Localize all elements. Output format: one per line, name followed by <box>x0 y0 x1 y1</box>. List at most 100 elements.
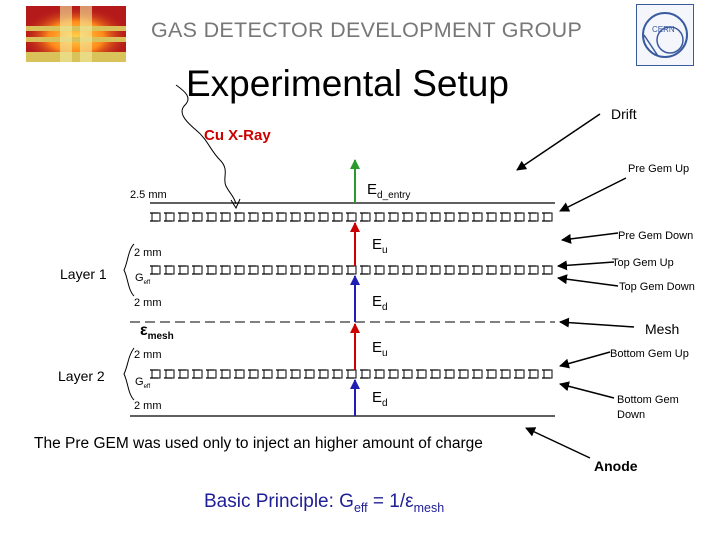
gem-hole-cell <box>431 212 441 222</box>
pre-gap-label: 2 mm <box>134 247 162 259</box>
gem-hole-cell <box>319 265 329 275</box>
gem-hole-cell <box>277 265 287 275</box>
xray-wave <box>175 84 237 205</box>
gem-hole-cell <box>347 212 357 222</box>
gem-hole-cell <box>543 212 553 222</box>
gem-hole-cell <box>165 369 175 379</box>
anode-pointer <box>525 427 591 459</box>
eu1-label: Eu <box>372 236 388 256</box>
gem-hole-cell <box>179 369 189 379</box>
gem-hole-cell <box>207 265 217 275</box>
gem-hole-cell <box>515 265 525 275</box>
gem-hole-cell <box>529 369 539 379</box>
gem-hole-cell <box>515 369 525 379</box>
gem-hole-cell <box>305 212 315 222</box>
gem-hole-cell <box>277 369 287 379</box>
gem-hole-cell <box>193 265 203 275</box>
mesh-pointer <box>559 317 635 328</box>
gem-hole-cell <box>235 265 245 275</box>
ed2-label: Ed <box>372 389 388 409</box>
top-gem-up-pointer <box>557 260 615 271</box>
gem-hole-cell <box>333 265 343 275</box>
induction-gap-2-label: 2 mm <box>134 400 162 412</box>
gem-hole-cell <box>403 265 413 275</box>
gem-hole-cell <box>445 265 455 275</box>
layer2-brace <box>123 347 135 401</box>
gem-hole-cell <box>193 212 203 222</box>
layer1-label: Layer 1 <box>60 266 107 282</box>
geff-layer1-label: Geff <box>135 272 151 287</box>
bottom-gem-up-label: Bottom Gem Up <box>610 348 689 360</box>
gem-hole-cell <box>417 212 427 222</box>
layer1-brace <box>123 243 135 297</box>
top-gem-up-label: Top Gem Up <box>612 257 674 269</box>
drift-pointer <box>516 113 601 171</box>
gem-hole-cell <box>417 369 427 379</box>
bottom-gem-down-pointer <box>559 381 615 399</box>
gem-hole-cell <box>277 212 287 222</box>
gem-hole-cell <box>291 212 301 222</box>
gem-hole-cell <box>487 369 497 379</box>
gem-logo-icon <box>26 6 126 62</box>
eps-mesh-label: εmesh <box>140 322 174 343</box>
bottom-gem-down-label: Bottom Gem Down <box>617 394 679 421</box>
mesh-label: Mesh <box>645 321 680 337</box>
gem-hole-cell <box>151 369 161 379</box>
gem-hole-cell <box>193 369 203 379</box>
anode-label: Anode <box>594 458 638 474</box>
gem-hole-cell <box>459 265 469 275</box>
gem-hole-cell <box>249 369 259 379</box>
gem-hole-cell <box>249 212 259 222</box>
gem-hole-cell <box>501 265 511 275</box>
pre-gem-note: The Pre GEM was used only to inject an h… <box>34 435 483 452</box>
gem-hole-cell <box>263 212 273 222</box>
gem-hole-cell <box>487 212 497 222</box>
gem-hole-cell <box>375 212 385 222</box>
gem-hole-cell <box>221 265 231 275</box>
gem-hole-cell <box>151 265 161 275</box>
gem-hole-cell <box>221 369 231 379</box>
bottom-gem-up-pointer <box>559 351 611 369</box>
gem-hole-cell <box>459 212 469 222</box>
cern-logo-icon: CERN <box>636 4 694 66</box>
gem-hole-cell <box>151 212 161 222</box>
gem-hole-cell <box>361 212 371 222</box>
gem-hole-cell <box>291 265 301 275</box>
induction-gap-1-label: 2 mm <box>134 349 162 361</box>
gem-hole-cell <box>165 265 175 275</box>
gem-hole-cell <box>263 265 273 275</box>
pre-gem-up-label: Pre Gem Up <box>628 163 690 175</box>
gem-hole-cell <box>431 265 441 275</box>
pre-gem-down-label: Pre Gem Down <box>618 230 694 242</box>
gem-hole-cell <box>389 369 399 379</box>
gem-hole-cell <box>333 369 343 379</box>
ed-entry-label: Ed_entry <box>367 181 411 201</box>
gem-hole-cell <box>445 212 455 222</box>
basic-principle: Basic Principle: Geff = 1/εmesh <box>204 491 445 515</box>
transfer-gap-label: 2 mm <box>134 297 162 309</box>
gem-hole-cell <box>473 212 483 222</box>
gem-hole-cell <box>361 265 371 275</box>
gem-hole-cell <box>207 212 217 222</box>
gem-hole-cell <box>487 265 497 275</box>
gem-hole-cell <box>403 212 413 222</box>
drift-gap-label: 2.5 mm <box>130 189 167 201</box>
gem-hole-cell <box>543 265 553 275</box>
gem-hole-cell <box>501 369 511 379</box>
gem-hole-cell <box>319 369 329 379</box>
gem-hole-cell <box>473 265 483 275</box>
gem-hole-cell <box>529 212 539 222</box>
gem-hole-cell <box>375 369 385 379</box>
gem-hole-cell <box>179 265 189 275</box>
gem-hole-cell <box>459 369 469 379</box>
pre-gem-up-pointer <box>559 177 627 212</box>
gem-hole-cell <box>403 369 413 379</box>
gem-hole-cell <box>431 369 441 379</box>
ed1-label: Ed <box>372 293 388 313</box>
gem-hole-cell <box>501 212 511 222</box>
gem-hole-cell <box>347 265 357 275</box>
top-gem-down-label: Top Gem Down <box>619 281 695 293</box>
gem-hole-cell <box>221 212 231 222</box>
gem-hole-cell <box>445 369 455 379</box>
